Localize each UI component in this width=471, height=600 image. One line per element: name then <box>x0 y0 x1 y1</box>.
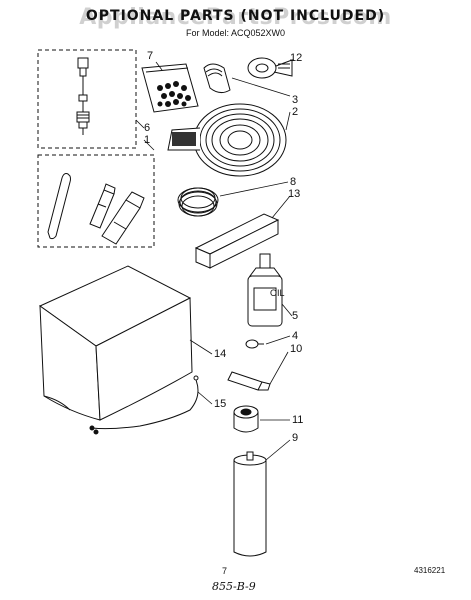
bag-part-7 <box>141 63 199 113</box>
stick-part-1 <box>47 173 71 240</box>
foam-roll-part-3 <box>203 63 231 94</box>
callout-4: 4 <box>292 330 299 342</box>
watermark: AppliancePartsPros.com <box>79 5 392 30</box>
page-number: 7 <box>222 566 228 576</box>
oil-bottle-part-5 <box>247 253 283 327</box>
callout-5: 5 <box>292 310 299 322</box>
spray-can-part-9 <box>233 451 267 557</box>
callout-6: 6 <box>144 122 151 134</box>
callout-15: 15 <box>214 398 227 410</box>
tape-roll-part-11 <box>233 405 259 433</box>
leader-lines <box>135 59 294 461</box>
callout-7: 7 <box>147 50 154 62</box>
figure-code: 4316221 <box>414 566 446 575</box>
dashed-box-part-1 <box>37 154 155 248</box>
wire-coil-part-8 <box>177 187 219 217</box>
tape-roll-part-12 <box>247 57 293 79</box>
handwritten-note: 855-B-9 <box>212 580 256 593</box>
callout-8: 8 <box>290 176 297 188</box>
tube-part-1a <box>89 183 116 229</box>
foam-block-part-13 <box>194 213 280 269</box>
drawstring-part-15 <box>89 375 199 435</box>
callout-14: 14 <box>214 348 227 360</box>
page-title: OPTIONAL PARTS (NOT INCLUDED) <box>85 8 386 24</box>
callout-3: 3 <box>292 94 299 106</box>
model-subtitle: For Model: ACQ052XW0 <box>185 28 286 38</box>
callout-13: 13 <box>288 188 301 200</box>
callout-1: 1 <box>144 134 151 146</box>
valve-tool-part-6 <box>76 57 90 135</box>
callout-2: 2 <box>292 106 299 118</box>
callout-12: 12 <box>290 52 303 64</box>
callout-9: 9 <box>292 432 299 444</box>
tube-part-1b <box>101 191 145 245</box>
cover-part-14 <box>39 265 193 421</box>
tube-part-10 <box>227 371 271 391</box>
oil-label: OIL <box>270 288 285 298</box>
small-part-4 <box>245 339 264 349</box>
dashed-box-part-6 <box>37 49 137 149</box>
callout-10: 10 <box>290 343 303 355</box>
callout-11: 11 <box>292 414 304 426</box>
foam-tape-part-2 <box>167 103 287 177</box>
